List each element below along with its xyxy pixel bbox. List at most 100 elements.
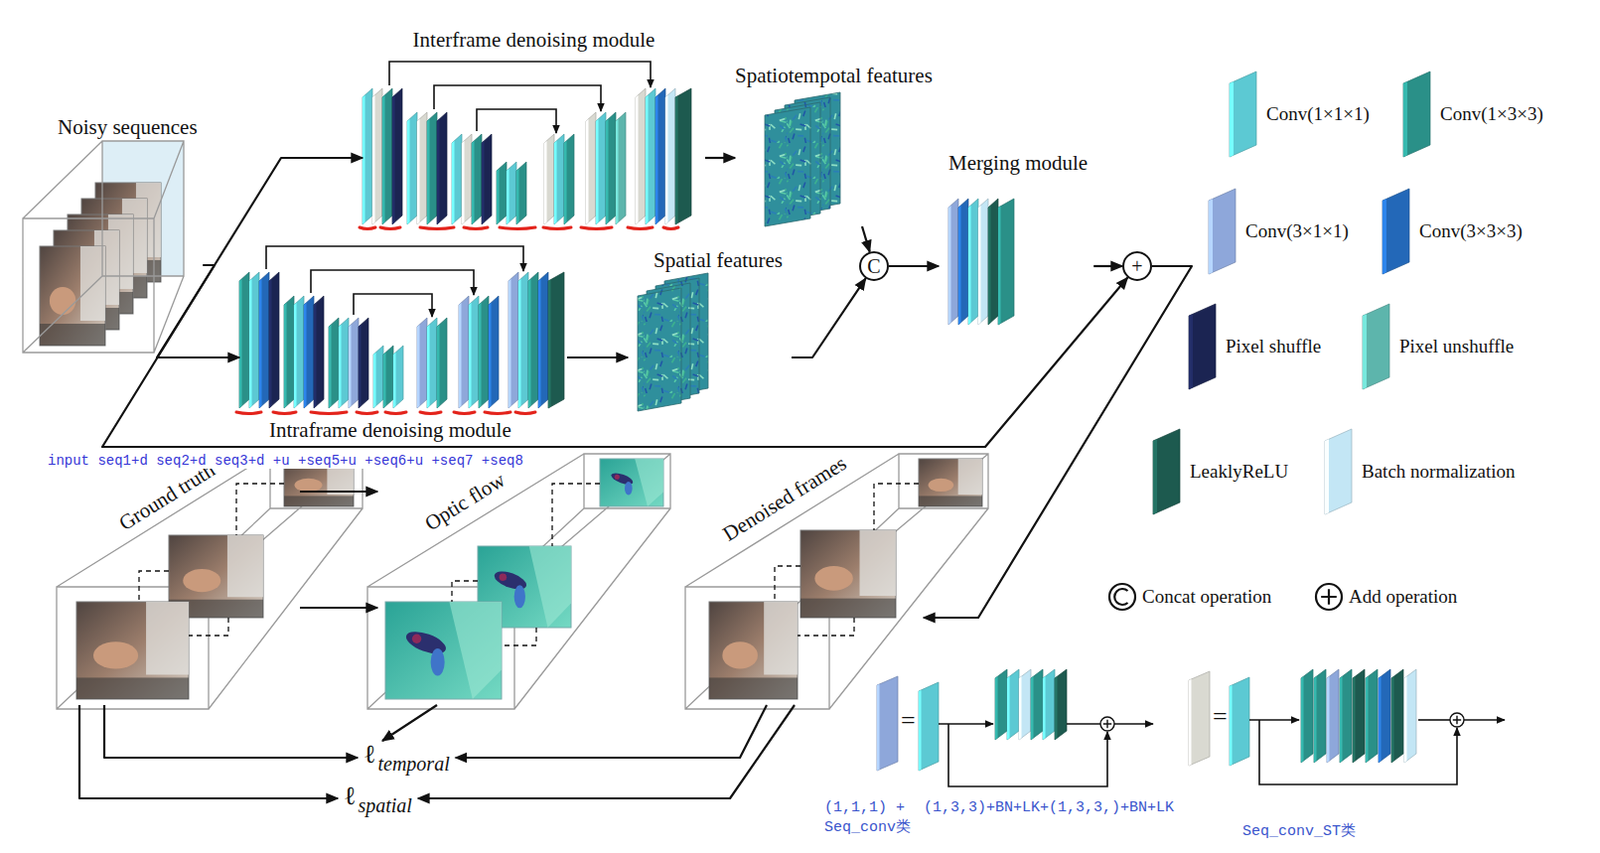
layer-block <box>407 112 418 225</box>
layer-block <box>615 112 626 225</box>
layer-block <box>471 134 482 225</box>
block-detail <box>1418 719 1451 722</box>
interframe-stack <box>359 61 692 230</box>
layer-block <box>259 279 263 409</box>
block-detail <box>938 723 994 726</box>
legend-swatch <box>1324 429 1352 515</box>
legend-sample <box>1109 583 1136 610</box>
block-detail <box>1103 720 1112 728</box>
photo-frame <box>76 601 189 700</box>
layer-block <box>548 272 565 409</box>
photo-frame <box>928 478 955 492</box>
layer-block <box>259 272 270 409</box>
flow-frame <box>448 601 502 700</box>
flow-frame <box>599 458 664 507</box>
layer-block <box>1365 669 1378 763</box>
loss-symbol: ℓ <box>343 782 356 811</box>
layer-block <box>635 88 646 225</box>
layer-block <box>645 88 656 225</box>
layer-block <box>239 279 243 409</box>
merging-stack <box>948 198 1015 325</box>
layer-block <box>1030 669 1043 740</box>
connector-arrow <box>79 705 338 799</box>
intraframe-stack <box>484 412 511 415</box>
layer-block <box>372 95 376 225</box>
layer-block <box>468 302 472 409</box>
layer-block <box>393 352 397 409</box>
denoised-cube <box>685 453 989 710</box>
layer-block <box>1326 669 1339 763</box>
node-label: Spatial features <box>653 248 783 273</box>
photo-frame <box>860 530 896 596</box>
layer-block <box>635 88 646 225</box>
flow-frame <box>624 481 633 495</box>
layer-block <box>293 295 304 409</box>
legend-label: Pixel unshuffle <box>1399 335 1514 358</box>
layer-block <box>605 119 609 225</box>
layer-block <box>918 682 939 771</box>
block-detail <box>948 724 1108 787</box>
layer-block <box>506 161 517 225</box>
layer-block <box>313 295 324 409</box>
photo-frame <box>76 677 189 700</box>
layer-block <box>605 112 616 225</box>
layer-block <box>488 302 492 409</box>
legend-swatch <box>1208 188 1236 275</box>
layer-block <box>293 295 304 409</box>
layer-block <box>1054 669 1067 740</box>
denoised-cube <box>774 566 801 602</box>
legend-label: Conv(1×1×1) <box>1266 103 1370 126</box>
legend-label: Batch normalization <box>1361 460 1516 483</box>
photo-frame <box>958 458 983 495</box>
flow-frame <box>514 584 526 608</box>
layer-block <box>1007 669 1019 740</box>
annotation-text: input seq1+d seq2+d seq3+d +u +seq5+u +s… <box>45 452 526 469</box>
intraframe-stack <box>385 412 407 415</box>
module-box: Interframe denoising module <box>362 25 706 230</box>
node-label: Interframe denoising module <box>413 27 656 52</box>
layer-block <box>1229 677 1250 766</box>
legend-sample <box>1320 588 1337 605</box>
photo-frame <box>227 535 264 597</box>
equals-sign: = <box>1212 703 1228 731</box>
layer-block <box>458 295 469 409</box>
layer-block <box>328 324 332 409</box>
layer-block <box>284 295 294 409</box>
photo-frame <box>709 601 798 700</box>
flow-frame <box>529 546 572 628</box>
interframe-stack <box>627 227 653 230</box>
layer-block <box>392 88 403 225</box>
layer-block <box>548 272 565 409</box>
interframe-stack <box>389 61 651 88</box>
connector-arrow <box>567 356 628 359</box>
layer-block <box>427 317 437 409</box>
layer-block <box>239 272 250 409</box>
block-detail <box>1100 717 1115 731</box>
layer-block <box>1188 671 1210 766</box>
legend-sample <box>1153 429 1180 515</box>
layer-block <box>303 295 314 409</box>
layer-block <box>1018 669 1031 740</box>
layer-block <box>372 88 383 225</box>
layer-block <box>655 95 659 225</box>
layer-block <box>1326 676 1330 763</box>
layer-block <box>554 141 558 225</box>
connector-arrow <box>418 705 795 799</box>
layer-block <box>516 161 527 225</box>
legend-swatch-edge <box>1362 313 1367 390</box>
flow-frame <box>412 634 422 644</box>
concat-symbol <box>1109 583 1136 610</box>
legend-swatch-edge <box>1324 438 1329 515</box>
photo-frame <box>709 601 798 700</box>
concat-symbol <box>1114 588 1128 605</box>
node-label: Spatiotempotal features <box>734 63 933 88</box>
photo-frame <box>182 569 221 592</box>
layer-block <box>615 112 626 225</box>
layer-block <box>338 317 349 409</box>
layer-block <box>417 317 428 409</box>
layer-block <box>313 302 317 409</box>
photo-frame <box>918 458 983 507</box>
interframe-stack <box>543 227 572 230</box>
